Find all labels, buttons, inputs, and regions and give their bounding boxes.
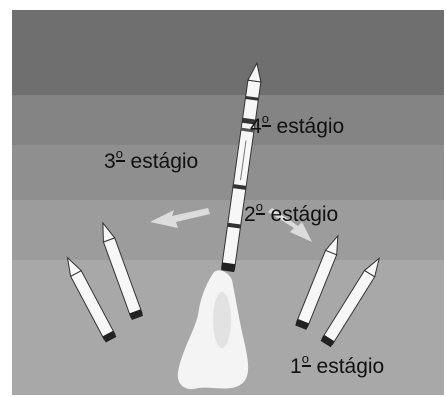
booster-left-1: [66, 256, 117, 343]
stage-3-ordinal: o: [115, 146, 123, 161]
rocket-band-3: [240, 127, 255, 133]
label-stage-3: 3o estágio: [104, 147, 199, 173]
stage-2-number: 2: [244, 203, 256, 226]
stage-2-ordinal: o: [255, 199, 263, 214]
rocket-nose: [247, 61, 262, 83]
sky-band-2: [12, 95, 444, 145]
exhaust-glow: [213, 292, 231, 348]
main-rocket: [220, 61, 262, 273]
rocket-band-5: [227, 222, 241, 229]
stage-4-number: 4: [250, 115, 262, 138]
stage-3-number: 3: [104, 150, 116, 173]
stage-4-text: estágio: [270, 115, 345, 138]
arrow-left: [150, 208, 210, 228]
stage-3-text: estágio: [124, 150, 199, 173]
stage-1-number: 1: [290, 355, 302, 378]
booster-right-1: [295, 234, 339, 330]
rocket-band-2: [241, 117, 256, 125]
label-stage-1: 1o estágio: [290, 352, 385, 378]
label-stage-2: 2o estágio: [244, 200, 339, 226]
booster-right-2: [320, 257, 380, 348]
rocket-stripe: [240, 140, 247, 181]
rocket-band-4: [232, 184, 247, 190]
arrow-right: [268, 208, 312, 242]
stage-4-ordinal: o: [261, 111, 269, 126]
label-stage-4: 4o estágio: [250, 112, 345, 138]
exhaust-plume: [177, 270, 249, 390]
booster-left-2: [102, 221, 144, 320]
sky-band-top: [12, 10, 444, 95]
stage-1-text: estágio: [310, 355, 385, 378]
stage-1-ordinal: o: [301, 351, 309, 366]
rocket-nozzle: [221, 262, 236, 273]
sky-band-3: [12, 145, 444, 200]
stage-2-text: estágio: [264, 203, 339, 226]
rocket-band-1: [245, 95, 259, 101]
